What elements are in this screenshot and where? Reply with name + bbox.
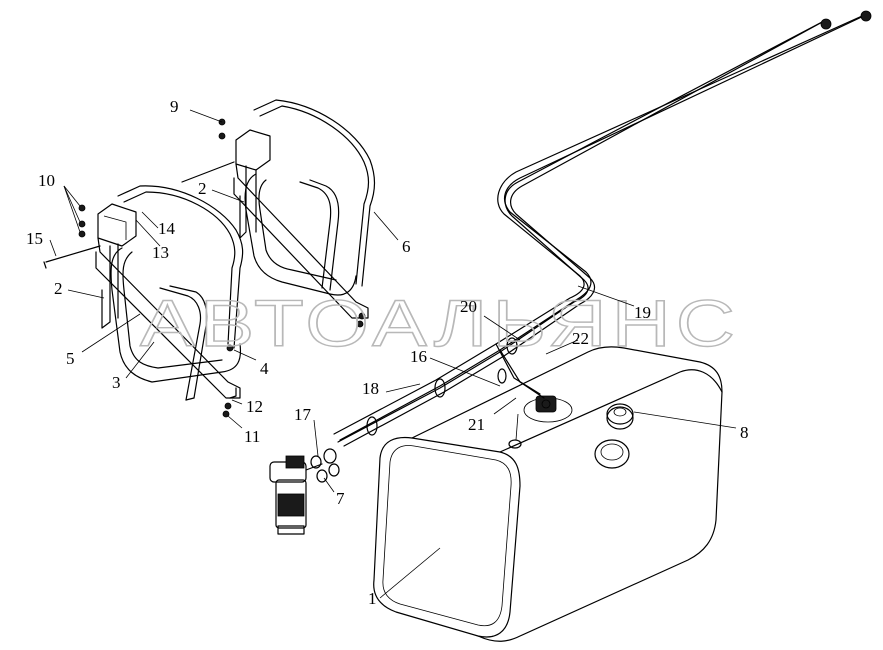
- callout-5: 5: [66, 349, 75, 368]
- callout-19: 19: [634, 303, 651, 322]
- callout-7: 7: [336, 489, 345, 508]
- callout-11: 11: [244, 427, 260, 446]
- front-bracket: [43, 185, 244, 418]
- fuel-level-sender: [508, 395, 573, 449]
- callout-22: 22: [572, 329, 589, 348]
- callouts: 1 2 2 3 4 5 6 7 8 9 10 11 12 13 14 15 16…: [26, 97, 749, 608]
- filler-cap: [594, 403, 634, 469]
- callout-3: 3: [112, 373, 121, 392]
- callout-18: 18: [362, 379, 379, 398]
- callout-10: 10: [38, 171, 55, 190]
- fuel-filter: [269, 448, 340, 535]
- callout-16: 16: [410, 347, 427, 366]
- callout-12: 12: [246, 397, 263, 416]
- watermark: АВТОАЛЬЯНС: [140, 286, 740, 360]
- callout-2-rear: 2: [198, 179, 207, 198]
- callout-21: 21: [468, 415, 485, 434]
- leader-lines: [49, 109, 737, 599]
- callout-20: 20: [460, 297, 477, 316]
- callout-4: 4: [260, 359, 269, 378]
- callout-8: 8: [740, 423, 749, 442]
- callout-2-front: 2: [54, 279, 63, 298]
- callout-9: 9: [170, 97, 179, 116]
- rear-bracket: [181, 99, 376, 328]
- fuel-lines: [333, 10, 872, 447]
- callout-6: 6: [402, 237, 411, 256]
- callout-17: 17: [294, 405, 312, 424]
- callout-14: 14: [158, 219, 176, 238]
- fuel-tank: [373, 346, 723, 642]
- callout-15: 15: [26, 229, 43, 248]
- callout-13: 13: [152, 243, 169, 262]
- callout-1: 1: [368, 589, 377, 608]
